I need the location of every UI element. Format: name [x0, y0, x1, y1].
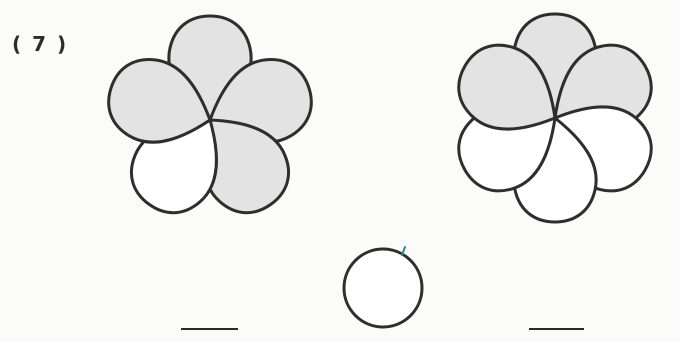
answer-blank-right[interactable] [529, 328, 584, 330]
answer-blank-left[interactable] [181, 328, 238, 330]
five-petal-flower [98, 16, 321, 228]
comparison-circle[interactable] [344, 249, 422, 327]
six-petal-flower [444, 14, 665, 222]
